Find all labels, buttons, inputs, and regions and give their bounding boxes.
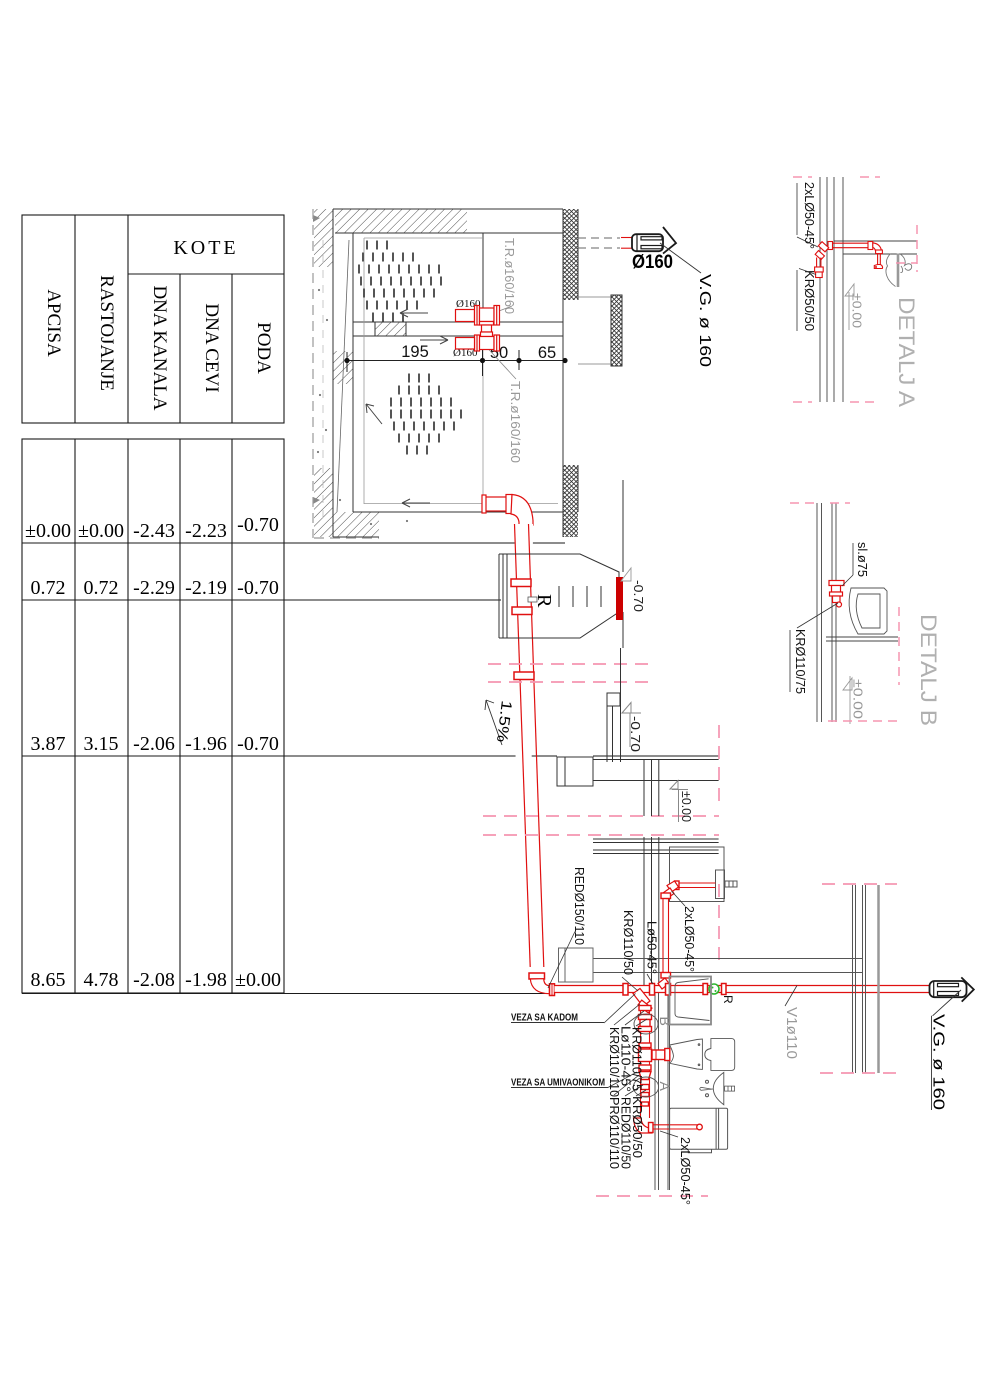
svg-text:1.5%: 1.5% [493,700,515,744]
svg-text:V1ø110: V1ø110 [783,1007,800,1059]
svg-text:T.R.ø160/160: T.R.ø160/160 [508,381,523,463]
svg-text:-2.23: -2.23 [185,520,227,542]
svg-text:KRØ50/50: KRØ50/50 [802,270,817,331]
svg-text:65: 65 [538,344,556,362]
svg-text:-2.29: -2.29 [133,577,175,599]
svg-text:-1.96: -1.96 [185,733,227,755]
svg-text:3.15: 3.15 [84,733,119,755]
svg-text:Lø110-45°: Lø110-45° [619,1026,634,1092]
svg-text:APCISA: APCISA [43,289,64,357]
svg-text:0.72: 0.72 [31,577,66,599]
svg-text:Ø160: Ø160 [453,347,478,359]
svg-text:RASTOJANJE: RASTOJANJE [96,275,117,391]
svg-text:±0.00: ±0.00 [25,520,71,542]
svg-text:KRØ110/75: KRØ110/75 [793,629,808,694]
svg-text:8.65: 8.65 [31,969,66,991]
svg-text:DNA KANALA: DNA KANALA [149,285,170,410]
svg-text:-0.70: -0.70 [237,514,279,536]
svg-text:R: R [533,594,555,608]
svg-text:-2.08: -2.08 [133,969,175,991]
svg-text:DETALJ B: DETALJ B [916,614,941,726]
svg-text:REDØ150/110: REDØ150/110 [572,867,587,945]
svg-text:KOTE: KOTE [173,237,238,259]
svg-text:2xLØ50-45°: 2xLØ50-45° [678,1137,693,1205]
svg-text:-0.70: -0.70 [237,733,279,755]
svg-text:±0.00: ±0.00 [78,520,124,542]
svg-text:V.G. ø 160: V.G. ø 160 [696,274,713,367]
svg-text:KRØ110/75: KRØ110/75 [630,1027,645,1091]
svg-text:±0.00: ±0.00 [235,969,281,991]
svg-text:KRØ110/50: KRØ110/50 [621,910,636,975]
svg-text:Ø160: Ø160 [632,252,673,273]
svg-text:-0.70: -0.70 [631,580,646,612]
svg-text:-0.70: -0.70 [237,577,279,599]
svg-text:±0.00: ±0.00 [679,791,694,822]
svg-text:REDØ110/50: REDØ110/50 [619,1097,634,1169]
svg-text:DETALJ A: DETALJ A [894,297,919,407]
svg-text:R: R [721,995,735,1004]
svg-text:VEZA SA KADOM: VEZA SA KADOM [511,1012,578,1024]
svg-text:PODA: PODA [253,322,274,374]
svg-text:Lø50-45°: Lø50-45° [645,921,660,974]
svg-text:PRØ110/110: PRØ110/110 [607,1097,622,1169]
svg-text:T.R.ø160/160: T.R.ø160/160 [502,238,517,314]
svg-text:A: A [657,1082,673,1092]
svg-text:KRØ50/50: KRØ50/50 [630,1096,645,1158]
svg-text:-2.06: -2.06 [133,733,175,755]
svg-text:0.72: 0.72 [84,577,119,599]
svg-text:VEZA SA UMIVAONIKOM: VEZA SA UMIVAONIKOM [511,1077,605,1089]
svg-text:±0.00: ±0.00 [851,679,866,719]
svg-text:2xLØ50-45°: 2xLØ50-45° [682,906,697,972]
svg-text:±0.00: ±0.00 [850,293,865,328]
svg-text:2xLØ50-45°: 2xLØ50-45° [802,182,817,249]
svg-text:sl.ø75: sl.ø75 [855,542,870,577]
svg-text:195: 195 [401,343,429,361]
svg-text:DNA CEVI: DNA CEVI [201,303,222,392]
svg-text:V.G. ø 160: V.G. ø 160 [930,1014,947,1110]
svg-text:-2.19: -2.19 [185,577,227,599]
svg-text:-1.98: -1.98 [185,969,227,991]
svg-text:B: B [657,1017,673,1026]
svg-text:4.78: 4.78 [84,969,119,991]
svg-text:KRØ110/110: KRØ110/110 [607,1027,622,1097]
svg-text:-2.43: -2.43 [133,520,175,542]
svg-text:-0.70: -0.70 [628,716,643,752]
svg-text:3.87: 3.87 [31,733,66,755]
